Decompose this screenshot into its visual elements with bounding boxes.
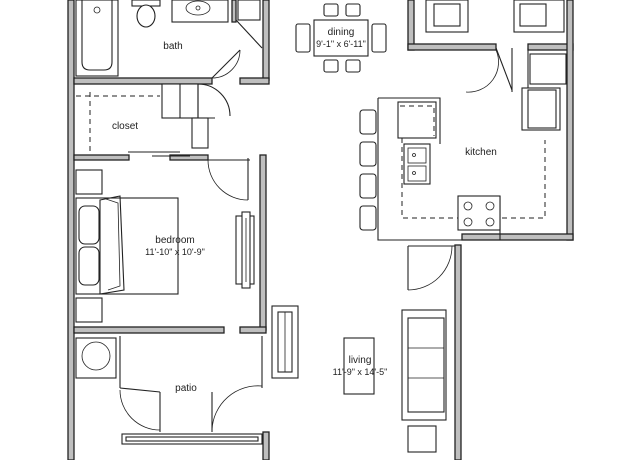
kitchen-fixtures xyxy=(359,0,567,241)
patio-label: patio xyxy=(175,383,197,394)
room-labels: bath dining 9'-1" x 6'-11" closet kitche… xyxy=(112,27,497,394)
closet-fixtures xyxy=(76,83,231,157)
closet-label: closet xyxy=(112,121,138,132)
living-fixtures xyxy=(343,245,455,453)
patio-fixtures xyxy=(75,336,263,445)
sliding-door xyxy=(271,305,299,379)
dining-size: 9'-1" x 6'-11" xyxy=(316,39,366,49)
bedroom-fixtures xyxy=(75,158,255,323)
dining-label: dining xyxy=(328,27,355,38)
walls xyxy=(67,0,574,460)
living-size: 11'-9" x 14'-5" xyxy=(333,367,388,377)
bedroom-label: bedroom xyxy=(155,235,194,246)
dining-fixtures xyxy=(295,3,387,73)
living-label: living xyxy=(349,355,372,366)
bedroom-size: 11'-10" x 10'-9" xyxy=(145,247,205,257)
kitchen-label: kitchen xyxy=(465,147,497,158)
bath-fixtures xyxy=(75,0,263,79)
bath-label: bath xyxy=(163,41,182,52)
